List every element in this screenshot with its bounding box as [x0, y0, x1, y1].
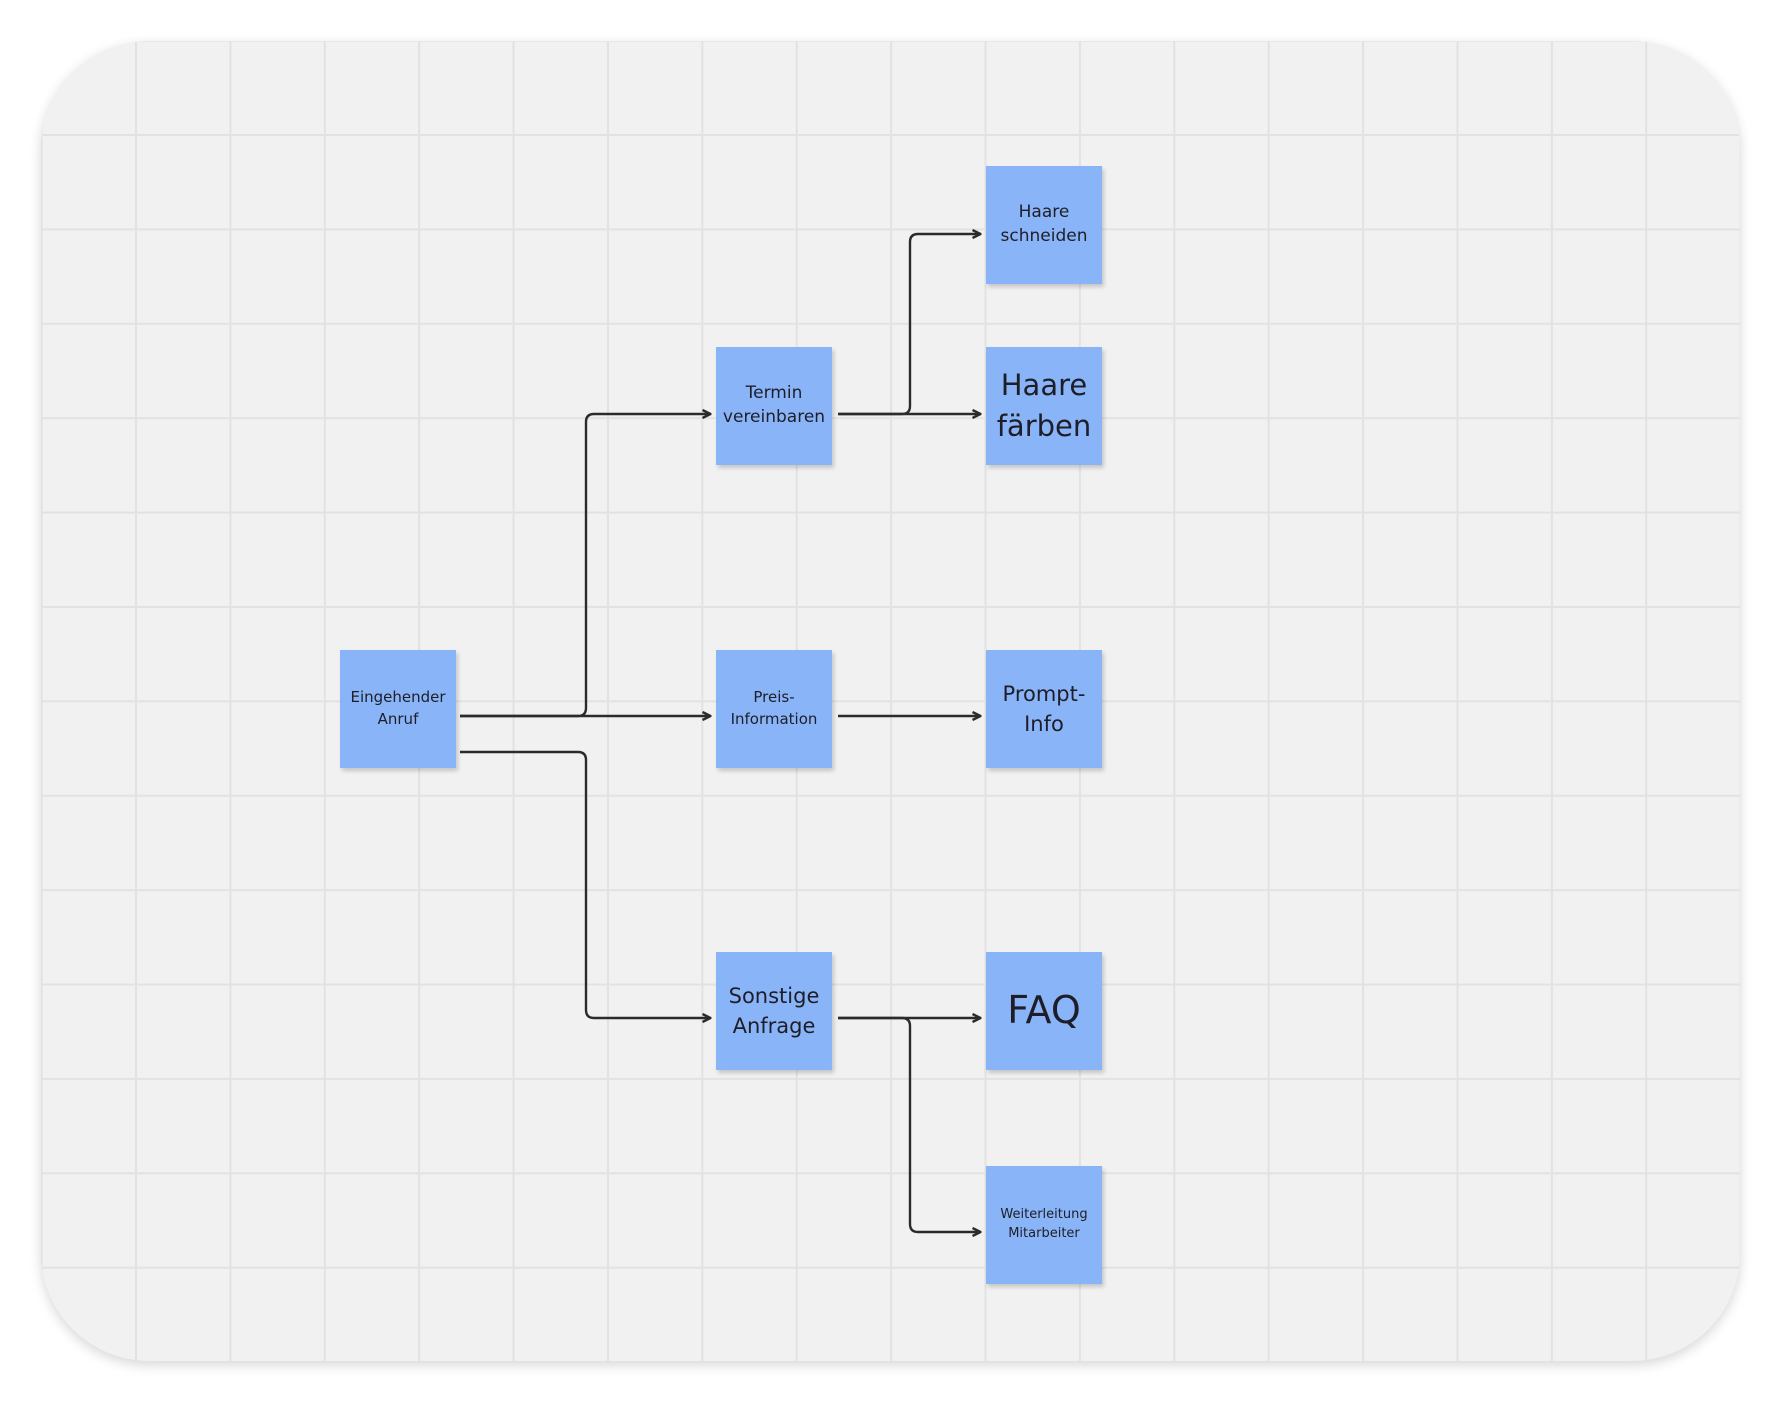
note-incoming-call[interactable]: Eingehender Anruf [340, 650, 456, 768]
note-other-request[interactable]: Sonstige Anfrage [716, 952, 832, 1070]
note-forward-staff[interactable]: Weiterleitung Mitarbeiter [986, 1166, 1102, 1284]
note-haircut[interactable]: Haare schneiden [986, 166, 1102, 284]
note-prompt-info[interactable]: Prompt- Info [986, 650, 1102, 768]
whiteboard-canvas[interactable] [41, 41, 1740, 1361]
note-faq[interactable]: FAQ [986, 952, 1102, 1070]
note-price-info[interactable]: Preis- Information [716, 650, 832, 768]
note-appointment[interactable]: Termin vereinbaren [716, 347, 832, 465]
note-hair-color[interactable]: Haare färben [986, 347, 1102, 465]
